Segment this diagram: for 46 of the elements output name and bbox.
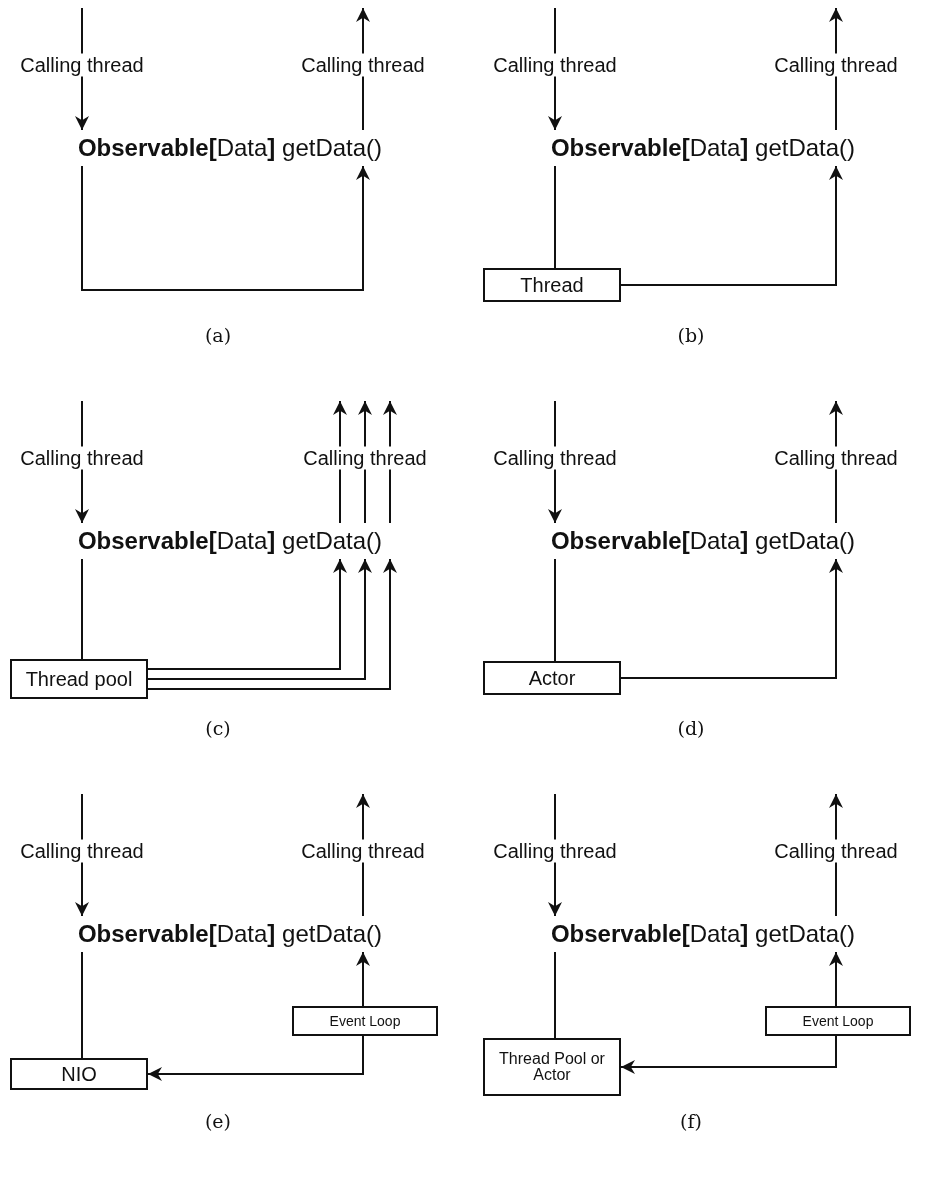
edge-label: Calling thread (18, 446, 146, 470)
method-signature: Observable[Data] getData() (40, 523, 420, 559)
edge-label: Calling thread (18, 53, 146, 77)
process-box: Event Loop (292, 1006, 438, 1036)
panel-caption: (b) (677, 324, 705, 346)
method-signature: Observable[Data] getData() (40, 130, 420, 166)
edge-label: Calling thread (301, 446, 429, 470)
method-signature: Observable[Data] getData() (513, 523, 893, 559)
process-box: NIO (10, 1058, 148, 1090)
process-box: Actor (483, 661, 621, 695)
method-signature: Observable[Data] getData() (513, 130, 893, 166)
connector-line (554, 558, 556, 662)
arrow (829, 951, 843, 1007)
panel-caption: (f) (680, 1110, 702, 1132)
process-box: Thread (483, 268, 621, 302)
arrow (620, 165, 843, 286)
arrow (356, 951, 370, 1007)
arrow (147, 1035, 364, 1081)
arrow (620, 558, 843, 679)
arrow (620, 1035, 837, 1074)
arrow (147, 558, 397, 690)
edge-label: Calling thread (299, 53, 427, 77)
panel-caption: (e) (204, 1110, 232, 1132)
process-box: Event Loop (765, 1006, 911, 1036)
arrow (147, 558, 372, 680)
edge-label: Calling thread (772, 446, 900, 470)
edge-label: Calling thread (491, 53, 619, 77)
edge-label: Calling thread (299, 839, 427, 863)
connector-line (81, 558, 83, 660)
edge-label: Calling thread (491, 446, 619, 470)
arrow (147, 558, 347, 670)
process-box: Thread Pool or Actor (483, 1038, 621, 1096)
connector-line (81, 951, 83, 1059)
panel-caption: (c) (205, 717, 231, 739)
arrow (81, 165, 370, 291)
method-signature: Observable[Data] getData() (513, 916, 893, 952)
edge-label: Calling thread (18, 839, 146, 863)
edge-label: Calling thread (772, 53, 900, 77)
edge-label: Calling thread (491, 839, 619, 863)
connector-line (554, 165, 556, 269)
panel-caption: (a) (204, 324, 232, 346)
process-box: Thread pool (10, 659, 148, 699)
connector-line (554, 951, 556, 1039)
method-signature: Observable[Data] getData() (40, 916, 420, 952)
panel-caption: (d) (677, 717, 705, 739)
edge-label: Calling thread (772, 839, 900, 863)
